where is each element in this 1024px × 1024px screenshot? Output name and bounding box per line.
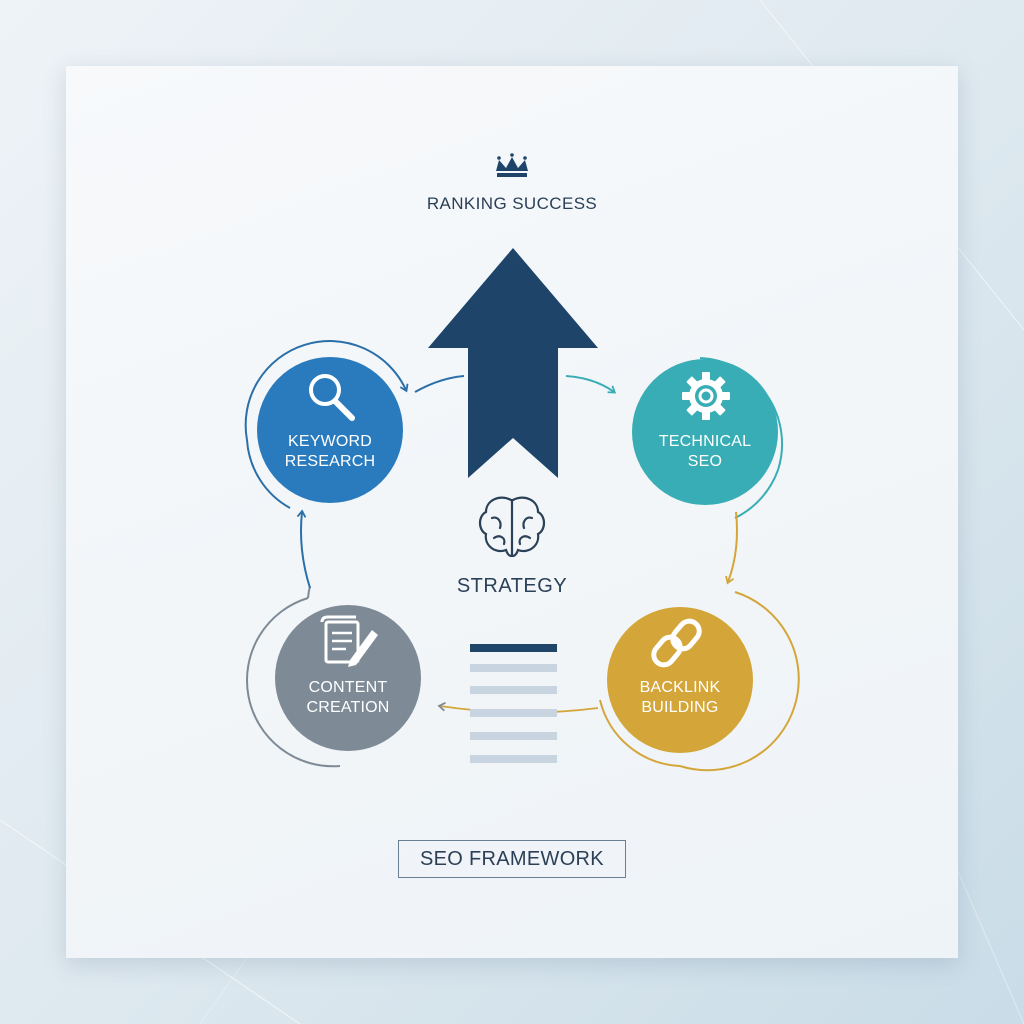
chain-link-icon <box>651 618 702 668</box>
flow-arrow-to-technical <box>565 375 617 394</box>
gear-icon <box>682 372 730 420</box>
flow-arrow-technical-to-backlink <box>725 511 738 585</box>
keyword-research-node <box>257 357 403 503</box>
keyword-research-ring-lower <box>246 439 291 509</box>
technical-seo-label: TECHNICAL SEO <box>645 432 765 472</box>
backlink-building-line1: BACKLINK <box>639 679 721 696</box>
backlink-building-node <box>607 607 753 753</box>
backlink-building-line2: BUILDING <box>641 699 719 716</box>
backlink-ring-lower <box>599 699 681 767</box>
content-creation-ring <box>246 597 341 768</box>
technical-seo-line2: SEO <box>687 453 723 470</box>
keyword-research-line2: RESEARCH <box>284 453 376 470</box>
content-creation-label: CONTENT CREATION <box>288 678 408 718</box>
keyword-research-label: KEYWORD RESEARCH <box>270 432 390 472</box>
strategy-label: STRATEGY <box>456 575 568 597</box>
growth-up-arrow <box>428 248 598 478</box>
flow-arrow-content-to-keyword <box>296 509 311 589</box>
backlink-building-label: BACKLINK BUILDING <box>620 678 740 718</box>
technical-seo-line1: TECHNICAL <box>658 433 752 450</box>
seo-framework-text: SEO FRAMEWORK <box>420 847 604 870</box>
strategy-list-bars <box>470 644 557 763</box>
content-creation-node <box>275 605 421 751</box>
document-pen-icon <box>320 615 378 667</box>
technical-seo-node <box>632 359 778 505</box>
keyword-research-ring <box>244 340 409 441</box>
ranking-success-label: RANKING SUCCESS <box>426 194 598 213</box>
seo-framework-badge: SEO FRAMEWORK <box>398 840 626 878</box>
crown-icon <box>496 153 528 177</box>
magnifier-icon <box>309 374 355 421</box>
brain-icon <box>478 496 546 558</box>
content-creation-line2: CREATION <box>306 699 390 716</box>
flow-arrow-keyword-to-arrow <box>414 375 465 393</box>
backlink-ring <box>679 591 800 772</box>
content-creation-line1: CONTENT <box>308 679 388 696</box>
technical-seo-ring-lower <box>734 469 779 519</box>
keyword-research-line1: KEYWORD <box>287 433 373 450</box>
